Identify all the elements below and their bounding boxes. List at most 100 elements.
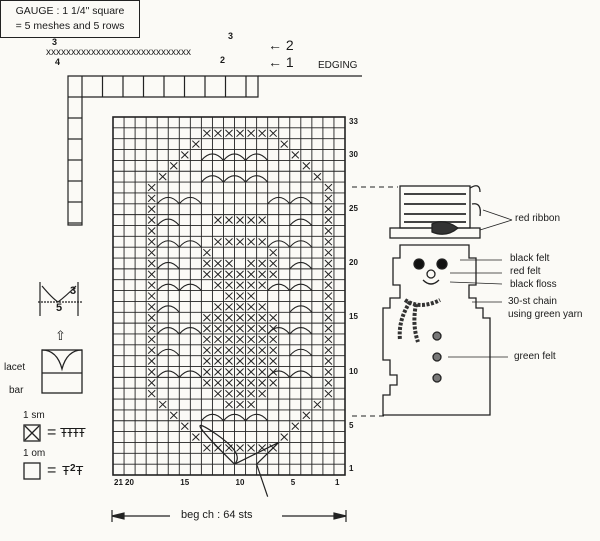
filet-chart-grid — [112, 116, 346, 497]
solid-mesh-mark — [225, 368, 233, 376]
lacet-diagram — [38, 282, 82, 316]
solid-mesh-equals: = — [47, 424, 57, 441]
lacet-arch — [200, 413, 224, 422]
solid-mesh-mark — [147, 335, 156, 344]
row-number: 33 — [349, 117, 358, 126]
solid-mesh-mark — [269, 335, 278, 344]
solid-mesh-mark — [236, 270, 244, 279]
row-number: 30 — [349, 149, 358, 159]
solid-mesh-mark — [225, 357, 233, 365]
solid-mesh-mark — [225, 292, 233, 300]
snowman-outline — [382, 244, 491, 416]
edging-count-4: 4 — [55, 57, 61, 67]
edging-count-3b: 3 — [228, 31, 234, 41]
solid-mesh-mark — [247, 129, 255, 138]
solid-mesh-mark — [324, 205, 333, 213]
lacet-arch — [267, 370, 291, 378]
guide-lines — [352, 186, 398, 417]
label-green-felt: green felt — [514, 351, 556, 362]
lacet-arch — [200, 153, 224, 161]
solid-mesh-mark — [324, 227, 333, 235]
solid-mesh-mark — [203, 335, 211, 344]
edging-row-2: 2 — [285, 37, 294, 53]
solid-mesh-mark — [313, 400, 322, 409]
lacet-arch — [200, 175, 224, 183]
mouth — [422, 279, 440, 285]
solid-mesh-mark — [214, 389, 222, 398]
solid-mesh-mark — [214, 303, 222, 311]
solid-mesh-mark — [324, 194, 333, 203]
solid-mesh-mark — [291, 151, 300, 159]
solid-mesh-mark — [214, 281, 222, 289]
gauge-line1: GAUGE : 1 1/4" square — [15, 5, 125, 17]
solid-mesh-mark — [258, 335, 267, 344]
lacet-arch — [156, 240, 180, 248]
row-number: 1 — [349, 464, 354, 474]
solid-mesh-mark — [225, 335, 233, 344]
solid-mesh-mark — [302, 411, 311, 420]
solid-mesh-mark — [214, 357, 222, 365]
solid-mesh-mark — [247, 259, 255, 268]
column-number: 1 — [334, 478, 340, 487]
lacet-arch — [289, 370, 313, 378]
open-mesh-label: 1 om — [23, 448, 46, 459]
solid-mesh-mark — [247, 444, 255, 452]
lacet-arch — [156, 261, 180, 270]
solid-mesh-mark — [225, 324, 233, 333]
edging-diagram: xxxxxxxxxxxxxxxxxxxxxxxxxxxxx — [46, 47, 362, 226]
solid-mesh-mark — [313, 172, 322, 181]
solid-mesh-mark — [203, 368, 211, 376]
solid-mesh-mark — [247, 324, 255, 333]
solid-mesh-mark — [247, 237, 255, 246]
solid-mesh-mark — [203, 357, 211, 365]
lacet-arch — [156, 196, 180, 205]
solid-mesh-mark — [147, 292, 156, 300]
lacet-arch — [245, 153, 269, 161]
solid-mesh-mark — [236, 379, 244, 387]
row-number: 20 — [349, 258, 358, 268]
edging-row-2-label: ← 2 — [268, 37, 294, 53]
solid-mesh-mark — [203, 270, 211, 279]
solid-mesh-mark — [147, 227, 156, 235]
button-top — [432, 331, 442, 341]
solid-mesh-mark — [203, 248, 211, 257]
svg-text:xxxxxxxxxxxxxxxxxxxxxxxxxxxxx: xxxxxxxxxxxxxxxxxxxxxxxxxxxxx — [46, 47, 191, 58]
solid-mesh-mark — [258, 357, 267, 365]
lacet-arch — [156, 283, 180, 291]
solid-mesh-mark — [258, 129, 267, 138]
solid-mesh-mark — [236, 129, 244, 138]
lacet-arch — [289, 305, 313, 313]
lacet-arch — [289, 327, 313, 335]
snowman-illustration — [382, 185, 513, 416]
solid-mesh-mark — [236, 237, 244, 246]
solid-mesh-mark — [258, 346, 267, 355]
solid-mesh-mark — [225, 379, 233, 387]
solid-mesh-mark — [191, 433, 200, 441]
solid-mesh-mark — [302, 162, 311, 170]
solid-mesh-mark — [214, 270, 222, 279]
solid-mesh-mark — [258, 216, 267, 224]
solid-mesh-mark — [236, 357, 244, 365]
solid-mesh-mark — [225, 270, 233, 279]
solid-mesh-mark — [247, 292, 255, 300]
solid-mesh-mark — [269, 379, 278, 387]
solid-mesh-mark — [236, 292, 244, 300]
lacet-arch — [267, 327, 291, 335]
solid-mesh-mark — [269, 346, 278, 355]
solid-mesh-mark — [324, 281, 333, 289]
solid-mesh-mark — [247, 270, 255, 279]
solid-mesh-mark — [236, 324, 244, 333]
gauge-line2: = 5 meshes and 5 rows — [15, 20, 125, 32]
solid-mesh-mark — [236, 346, 244, 355]
label-black-floss: black floss — [510, 279, 557, 290]
solid-mesh-mark — [203, 346, 211, 355]
solid-mesh-mark — [258, 379, 267, 387]
lacet-arch — [289, 240, 313, 248]
lacet-arch — [289, 218, 313, 226]
lacet-arch — [156, 305, 180, 313]
green-scarf — [397, 298, 441, 343]
solid-mesh-mark — [147, 324, 156, 333]
row-number: 5 — [349, 420, 354, 430]
button-middle — [432, 352, 442, 362]
lacet-arch — [178, 283, 202, 291]
